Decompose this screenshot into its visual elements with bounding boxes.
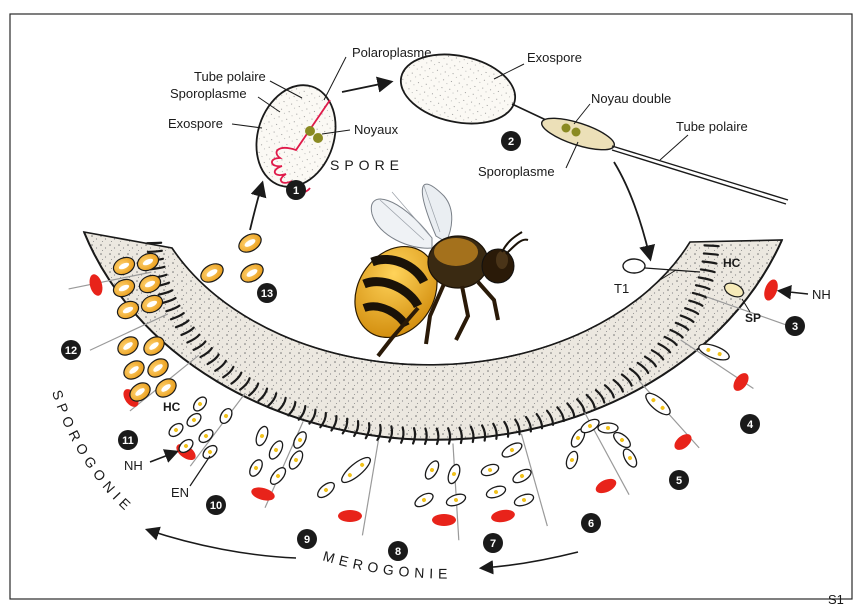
label-exospore-left: Exospore	[168, 116, 223, 131]
label-nh-left: NH	[124, 458, 143, 473]
label-tube-polaire-right: Tube polaire	[676, 119, 748, 134]
label-sp: SP	[745, 311, 761, 325]
label-sporoplasme-right: Sporoplasme	[478, 164, 555, 179]
label-polaroplasme: Polaroplasme	[352, 45, 432, 60]
label-noyaux: Noyaux	[354, 122, 399, 137]
label-nh-right: NH	[812, 287, 831, 302]
label-en: EN	[171, 485, 189, 500]
nucleus-icon	[305, 126, 315, 136]
label-exospore-right: Exospore	[527, 50, 582, 65]
svg-text:9: 9	[304, 534, 310, 546]
svg-text:3: 3	[792, 321, 798, 333]
stage-marker-2: 2	[501, 131, 521, 151]
label-hc-right: HC	[723, 256, 741, 270]
svg-text:2: 2	[508, 136, 514, 148]
svg-text:13: 13	[261, 288, 273, 300]
stage-marker-13: 13	[257, 283, 277, 303]
stage-marker-4: 4	[740, 414, 760, 434]
stage-marker-3: 3	[785, 316, 805, 336]
nucleus-icon	[562, 124, 571, 133]
stage-marker-9: 9	[297, 529, 317, 549]
label-hc-left: HC	[163, 400, 181, 414]
svg-text:11: 11	[122, 435, 134, 447]
svg-text:12: 12	[65, 345, 77, 357]
label-t1: T1	[614, 281, 629, 296]
stage-marker-10: 10	[206, 495, 226, 515]
stage-marker-6: 6	[581, 513, 601, 533]
nucleus-icon	[572, 128, 581, 137]
svg-text:10: 10	[210, 500, 222, 512]
label-tube-polaire-left: Tube polaire	[194, 69, 266, 84]
stage-marker-12: 12	[61, 340, 81, 360]
label-sporoplasme-left: Sporoplasme	[170, 86, 247, 101]
label-noyau-double: Noyau double	[591, 91, 671, 106]
stage-marker-7: 7	[483, 533, 503, 553]
stage-marker-8: 8	[388, 541, 408, 561]
stage-marker-5: 5	[669, 470, 689, 490]
nucleus-icon	[313, 133, 323, 143]
svg-text:4: 4	[747, 419, 754, 431]
label-spore: SPORE	[330, 157, 404, 173]
svg-text:8: 8	[395, 546, 401, 558]
stage-marker-11: 11	[118, 430, 138, 450]
svg-text:5: 5	[676, 475, 682, 487]
svg-text:7: 7	[490, 538, 496, 550]
stage-marker-1: 1	[286, 180, 306, 200]
svg-text:6: 6	[588, 518, 594, 530]
svg-text:1: 1	[293, 185, 299, 197]
figure-code: S1	[828, 592, 844, 607]
